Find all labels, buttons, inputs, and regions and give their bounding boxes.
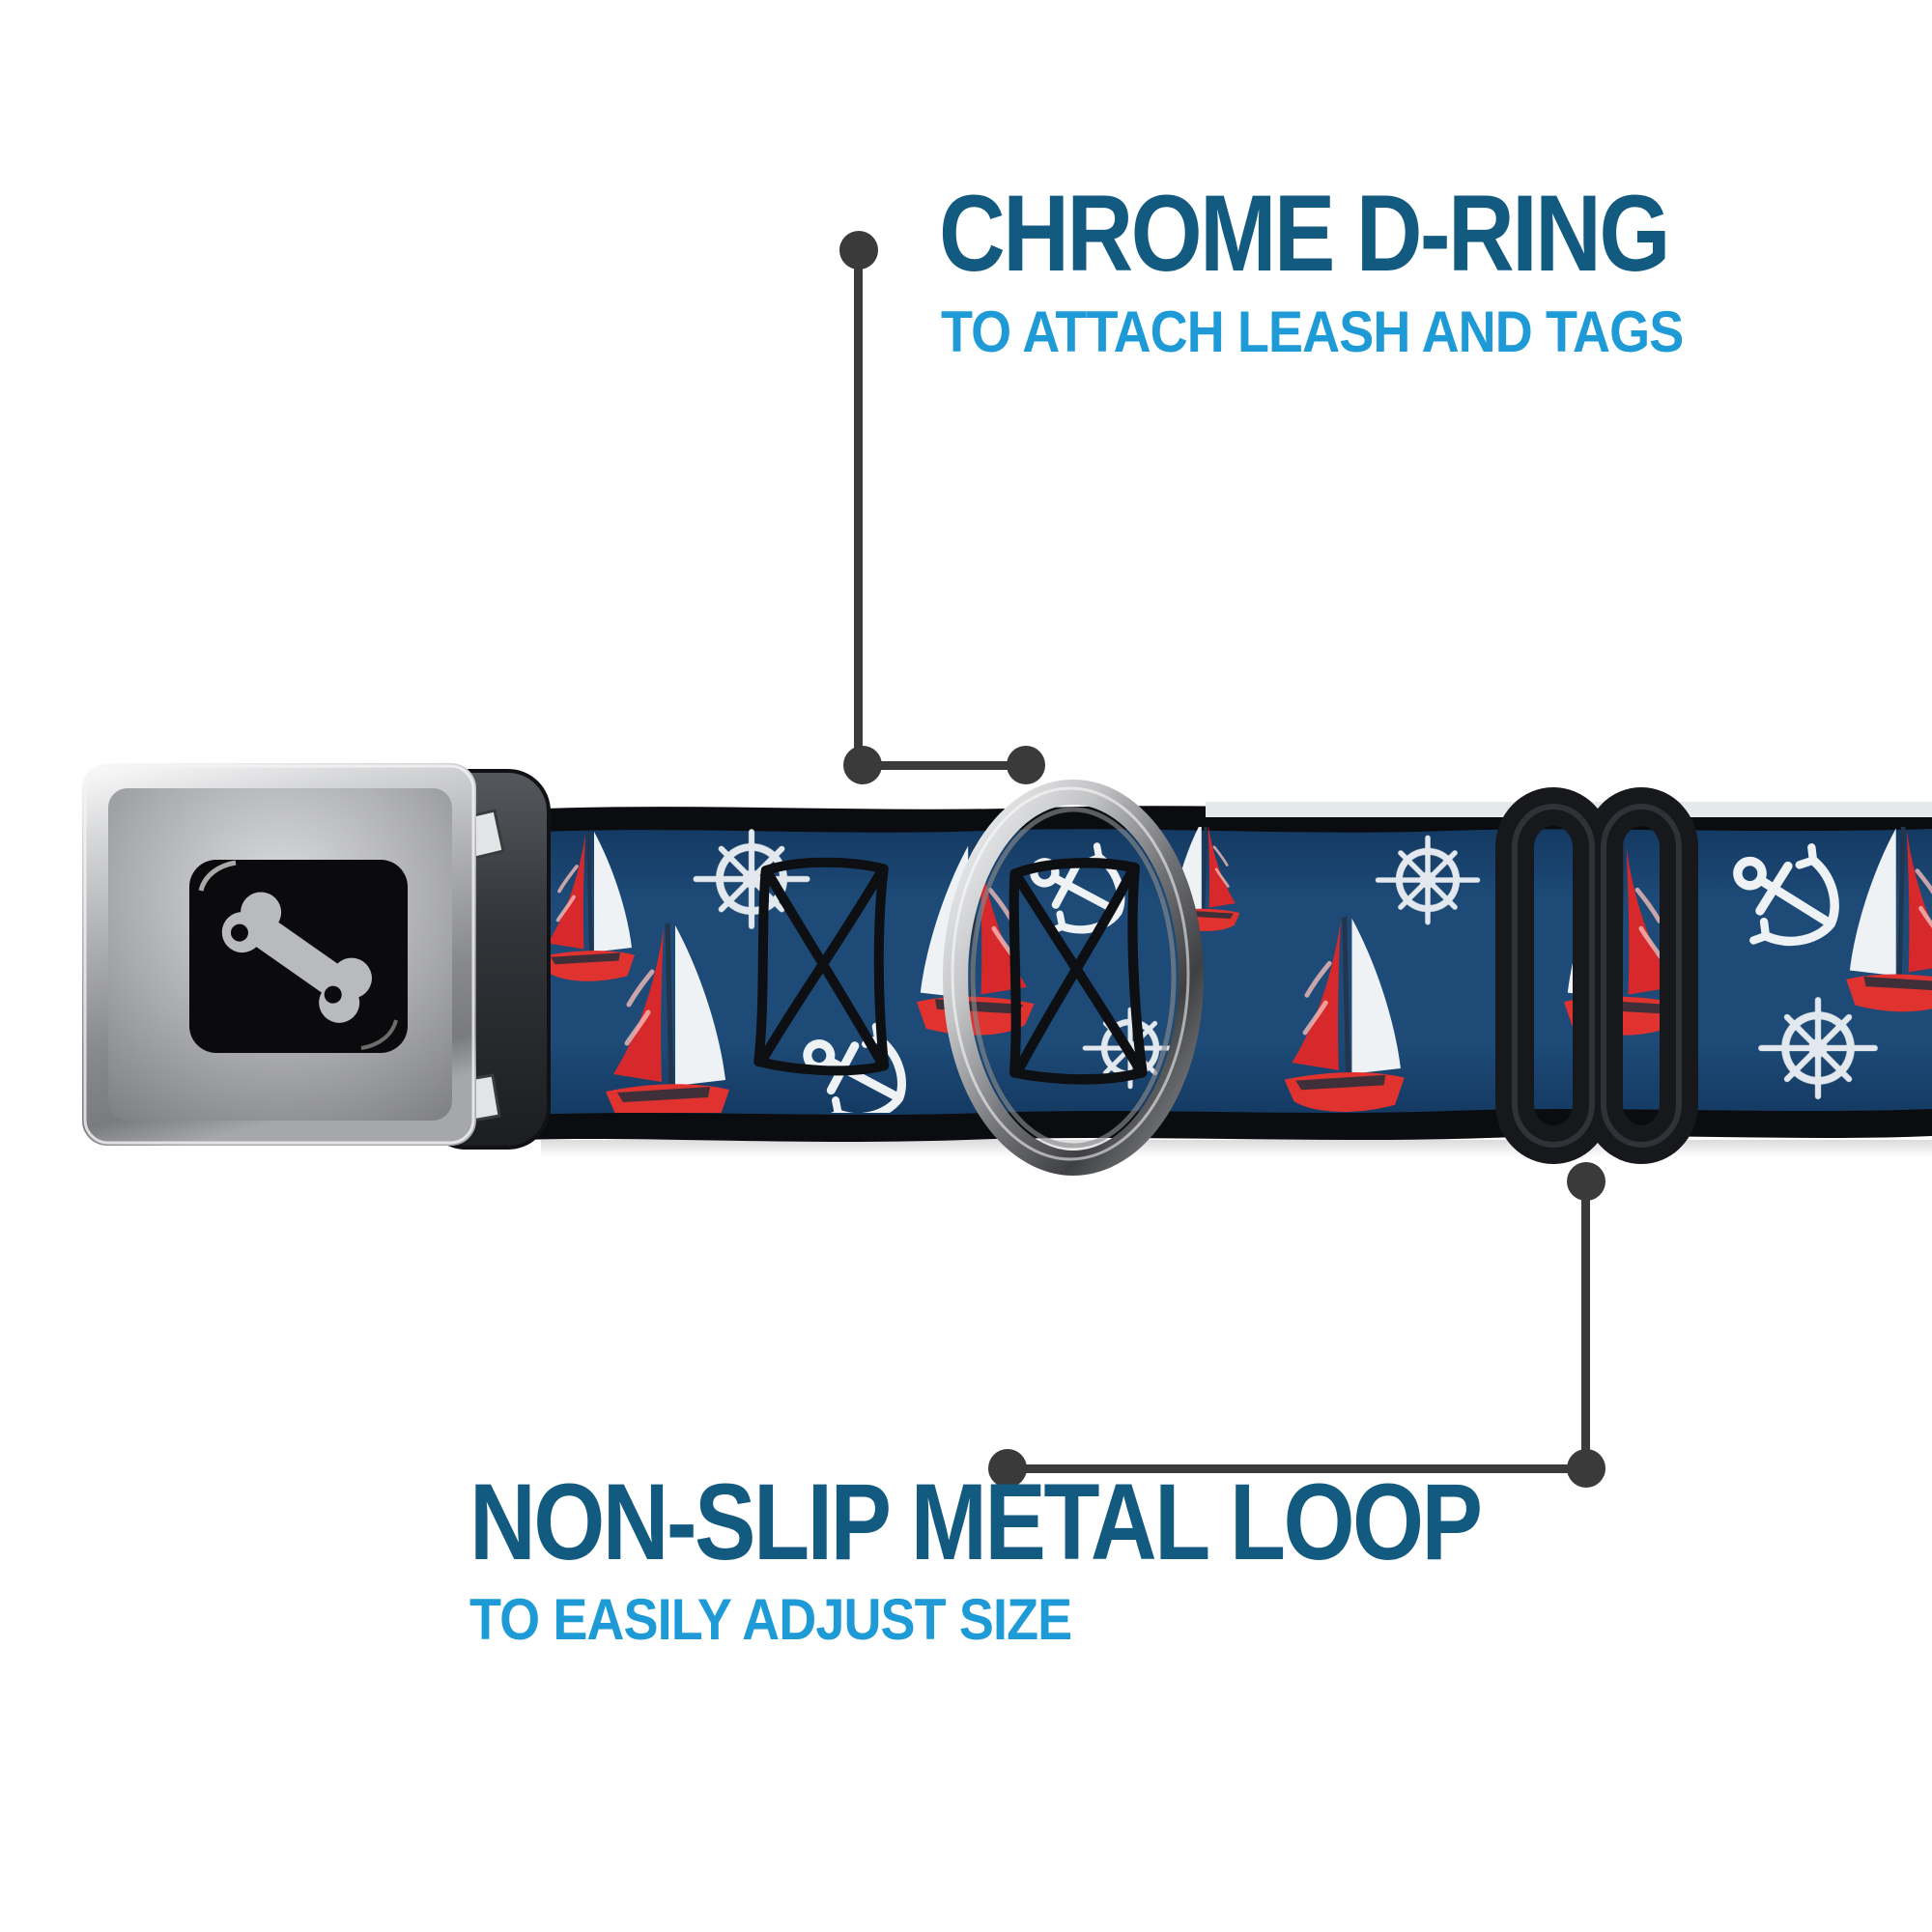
dog-collar-product bbox=[82, 763, 1932, 1176]
collar-webbing bbox=[522, 802, 1932, 1157]
callout-line bbox=[1011, 1464, 1586, 1473]
callout-line bbox=[863, 761, 1027, 770]
callout-bottom-subtitle: TO EASILY ADJUST SIZE bbox=[469, 1587, 1072, 1652]
callout-bottom-title: NON-SLIP METAL LOOP bbox=[469, 1462, 1483, 1582]
callout-line bbox=[1581, 1181, 1590, 1470]
callout-top-title: CHROME D-RING bbox=[939, 173, 1670, 294]
seatbelt-buckle bbox=[82, 763, 476, 1146]
metal-loop-slider bbox=[1495, 787, 1698, 1164]
callout-line bbox=[854, 250, 863, 767]
callout-dot bbox=[1007, 746, 1045, 784]
callout-top-subtitle: TO ATTACH LEASH AND TAGS bbox=[941, 299, 1684, 364]
dog-bone-icon bbox=[221, 892, 372, 1023]
chrome-d-ring bbox=[943, 780, 1204, 1176]
callout-dot bbox=[988, 1449, 1027, 1488]
